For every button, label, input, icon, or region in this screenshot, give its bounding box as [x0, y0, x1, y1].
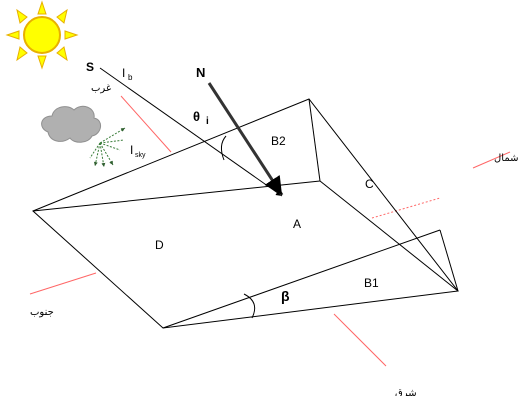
face-d-label: D — [155, 238, 164, 252]
tilted-block — [32, 98, 459, 329]
sky-rays — [89, 127, 126, 168]
face-c-label: C — [365, 177, 374, 191]
beam-ray — [99, 67, 283, 197]
sun-icon — [5, 0, 79, 70]
compass-lines — [29, 95, 511, 367]
face-a-label: A — [293, 217, 301, 231]
incidence-angle-label: θ — [193, 109, 200, 124]
east-line — [333, 313, 387, 367]
sky-sub-label: sky — [135, 152, 146, 159]
tilt-angle-arc — [243, 293, 256, 319]
north-line-hidden — [371, 197, 441, 219]
beam-label: I — [122, 66, 125, 80]
north-label: شمال — [494, 153, 518, 164]
incidence-angle-sub-label: i — [206, 116, 209, 127]
face-b2-label: B2 — [271, 134, 286, 148]
incidence-angle-arc — [220, 135, 227, 161]
tilt-angle-label: β — [281, 288, 290, 304]
north-line-outer — [472, 151, 511, 169]
face-b1-label: B1 — [364, 276, 379, 290]
sky-label: I — [130, 143, 133, 157]
south-label: جنوب — [30, 307, 54, 318]
west-line — [120, 95, 172, 153]
normal-vector — [207, 82, 284, 196]
east-label: شرق — [395, 388, 417, 396]
south-line — [29, 272, 97, 295]
cloud-icon — [41, 105, 101, 143]
beam-sub-label: b — [128, 73, 133, 82]
sun-point-label: S — [86, 60, 94, 74]
normal-label: N — [196, 65, 205, 80]
west-label: غرب — [91, 83, 111, 94]
